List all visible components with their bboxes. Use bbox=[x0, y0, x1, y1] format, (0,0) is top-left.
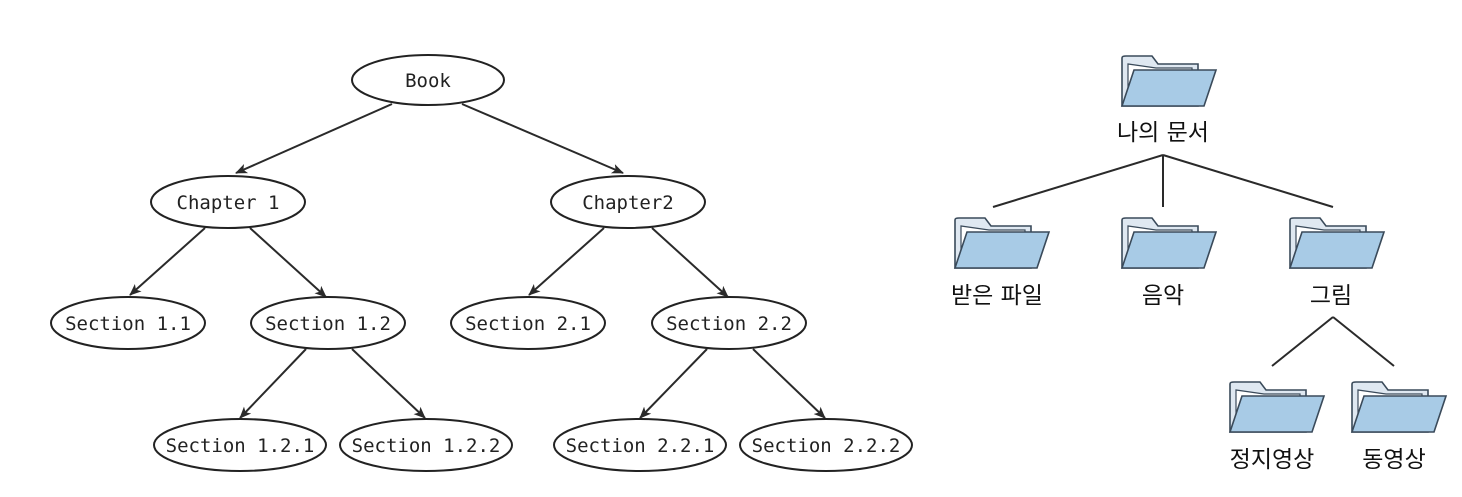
node-section2-2-2: Section 2.2.2 bbox=[739, 418, 913, 472]
node-section1-2-1: Section 1.2.1 bbox=[153, 418, 327, 472]
node-section2-1-label: Section 2.1 bbox=[465, 313, 591, 335]
node-book-label: Book bbox=[405, 70, 451, 92]
node-section2-2-1: Section 2.2.1 bbox=[553, 418, 727, 472]
edge-book-chapter1 bbox=[235, 103, 393, 174]
folder-icon bbox=[1351, 381, 1447, 433]
folder-tree-lines bbox=[992, 154, 1395, 367]
edge-section2-2-section2-2-1 bbox=[639, 348, 708, 419]
folder-icon bbox=[1289, 217, 1385, 269]
book-tree-nodes: Book Chapter 1 Chapter2 Section 1.1 Sect… bbox=[50, 54, 913, 472]
node-section2-2-label: Section 2.2 bbox=[666, 313, 792, 335]
folder-still-images: 정지영상 bbox=[1229, 381, 1325, 473]
folder-music-label: 음악 bbox=[1142, 283, 1184, 309]
folder-music: 음악 bbox=[1121, 217, 1217, 309]
edge-section1-2-section1-2-2 bbox=[351, 348, 426, 419]
folder-icon bbox=[1229, 381, 1325, 433]
node-chapter2-label: Chapter2 bbox=[582, 192, 674, 214]
book-tree-edges bbox=[129, 103, 826, 419]
edge-section2-2-section2-2-2 bbox=[752, 348, 826, 419]
node-section1-2-2: Section 1.2.2 bbox=[339, 418, 513, 472]
folder-tree-nodes: 나의 문서 받은 파일 음악 그림 정지영상 동영상 bbox=[951, 55, 1447, 473]
folder-icon bbox=[954, 217, 1050, 269]
edge-chapter1-section1-1 bbox=[129, 227, 206, 296]
folder-videos-label: 동영상 bbox=[1362, 447, 1425, 473]
line-root-received bbox=[992, 154, 1164, 208]
line-pictures-still bbox=[1271, 316, 1334, 367]
folder-received-files-label: 받은 파일 bbox=[951, 283, 1043, 309]
folder-pictures: 그림 bbox=[1289, 217, 1385, 309]
folder-pictures-label: 그림 bbox=[1310, 283, 1352, 309]
line-root-pictures bbox=[1162, 154, 1334, 208]
folder-icon bbox=[1121, 217, 1217, 269]
node-chapter2: Chapter2 bbox=[550, 175, 706, 229]
folder-root: 나의 문서 bbox=[1117, 55, 1217, 146]
node-chapter1: Chapter 1 bbox=[150, 175, 306, 229]
edge-section1-2-section1-2-1 bbox=[239, 348, 307, 419]
edge-chapter1-section1-2 bbox=[249, 227, 327, 298]
node-section2-2-1-label: Section 2.2.1 bbox=[566, 435, 715, 457]
folder-received-files: 받은 파일 bbox=[951, 217, 1050, 309]
node-section2-2: Section 2.2 bbox=[651, 296, 807, 350]
node-chapter1-label: Chapter 1 bbox=[177, 192, 280, 214]
folder-root-label: 나의 문서 bbox=[1117, 120, 1209, 146]
node-section1-1: Section 1.1 bbox=[50, 296, 206, 350]
edge-chapter2-section2-1 bbox=[528, 227, 605, 296]
node-book: Book bbox=[351, 54, 505, 106]
node-section1-1-label: Section 1.1 bbox=[65, 313, 191, 335]
edge-book-chapter2 bbox=[461, 103, 624, 174]
edge-chapter2-section2-2 bbox=[651, 227, 729, 298]
node-section1-2-1-label: Section 1.2.1 bbox=[166, 435, 315, 457]
line-pictures-videos bbox=[1332, 316, 1395, 367]
node-section2-1: Section 2.1 bbox=[450, 296, 606, 350]
node-section1-2-2-label: Section 1.2.2 bbox=[352, 435, 501, 457]
folder-videos: 동영상 bbox=[1351, 381, 1447, 473]
node-section1-2-label: Section 1.2 bbox=[265, 313, 391, 335]
folder-still-images-label: 정지영상 bbox=[1230, 447, 1315, 473]
folder-icon bbox=[1121, 55, 1217, 107]
node-section1-2: Section 1.2 bbox=[250, 296, 406, 350]
node-section2-2-2-label: Section 2.2.2 bbox=[752, 435, 901, 457]
